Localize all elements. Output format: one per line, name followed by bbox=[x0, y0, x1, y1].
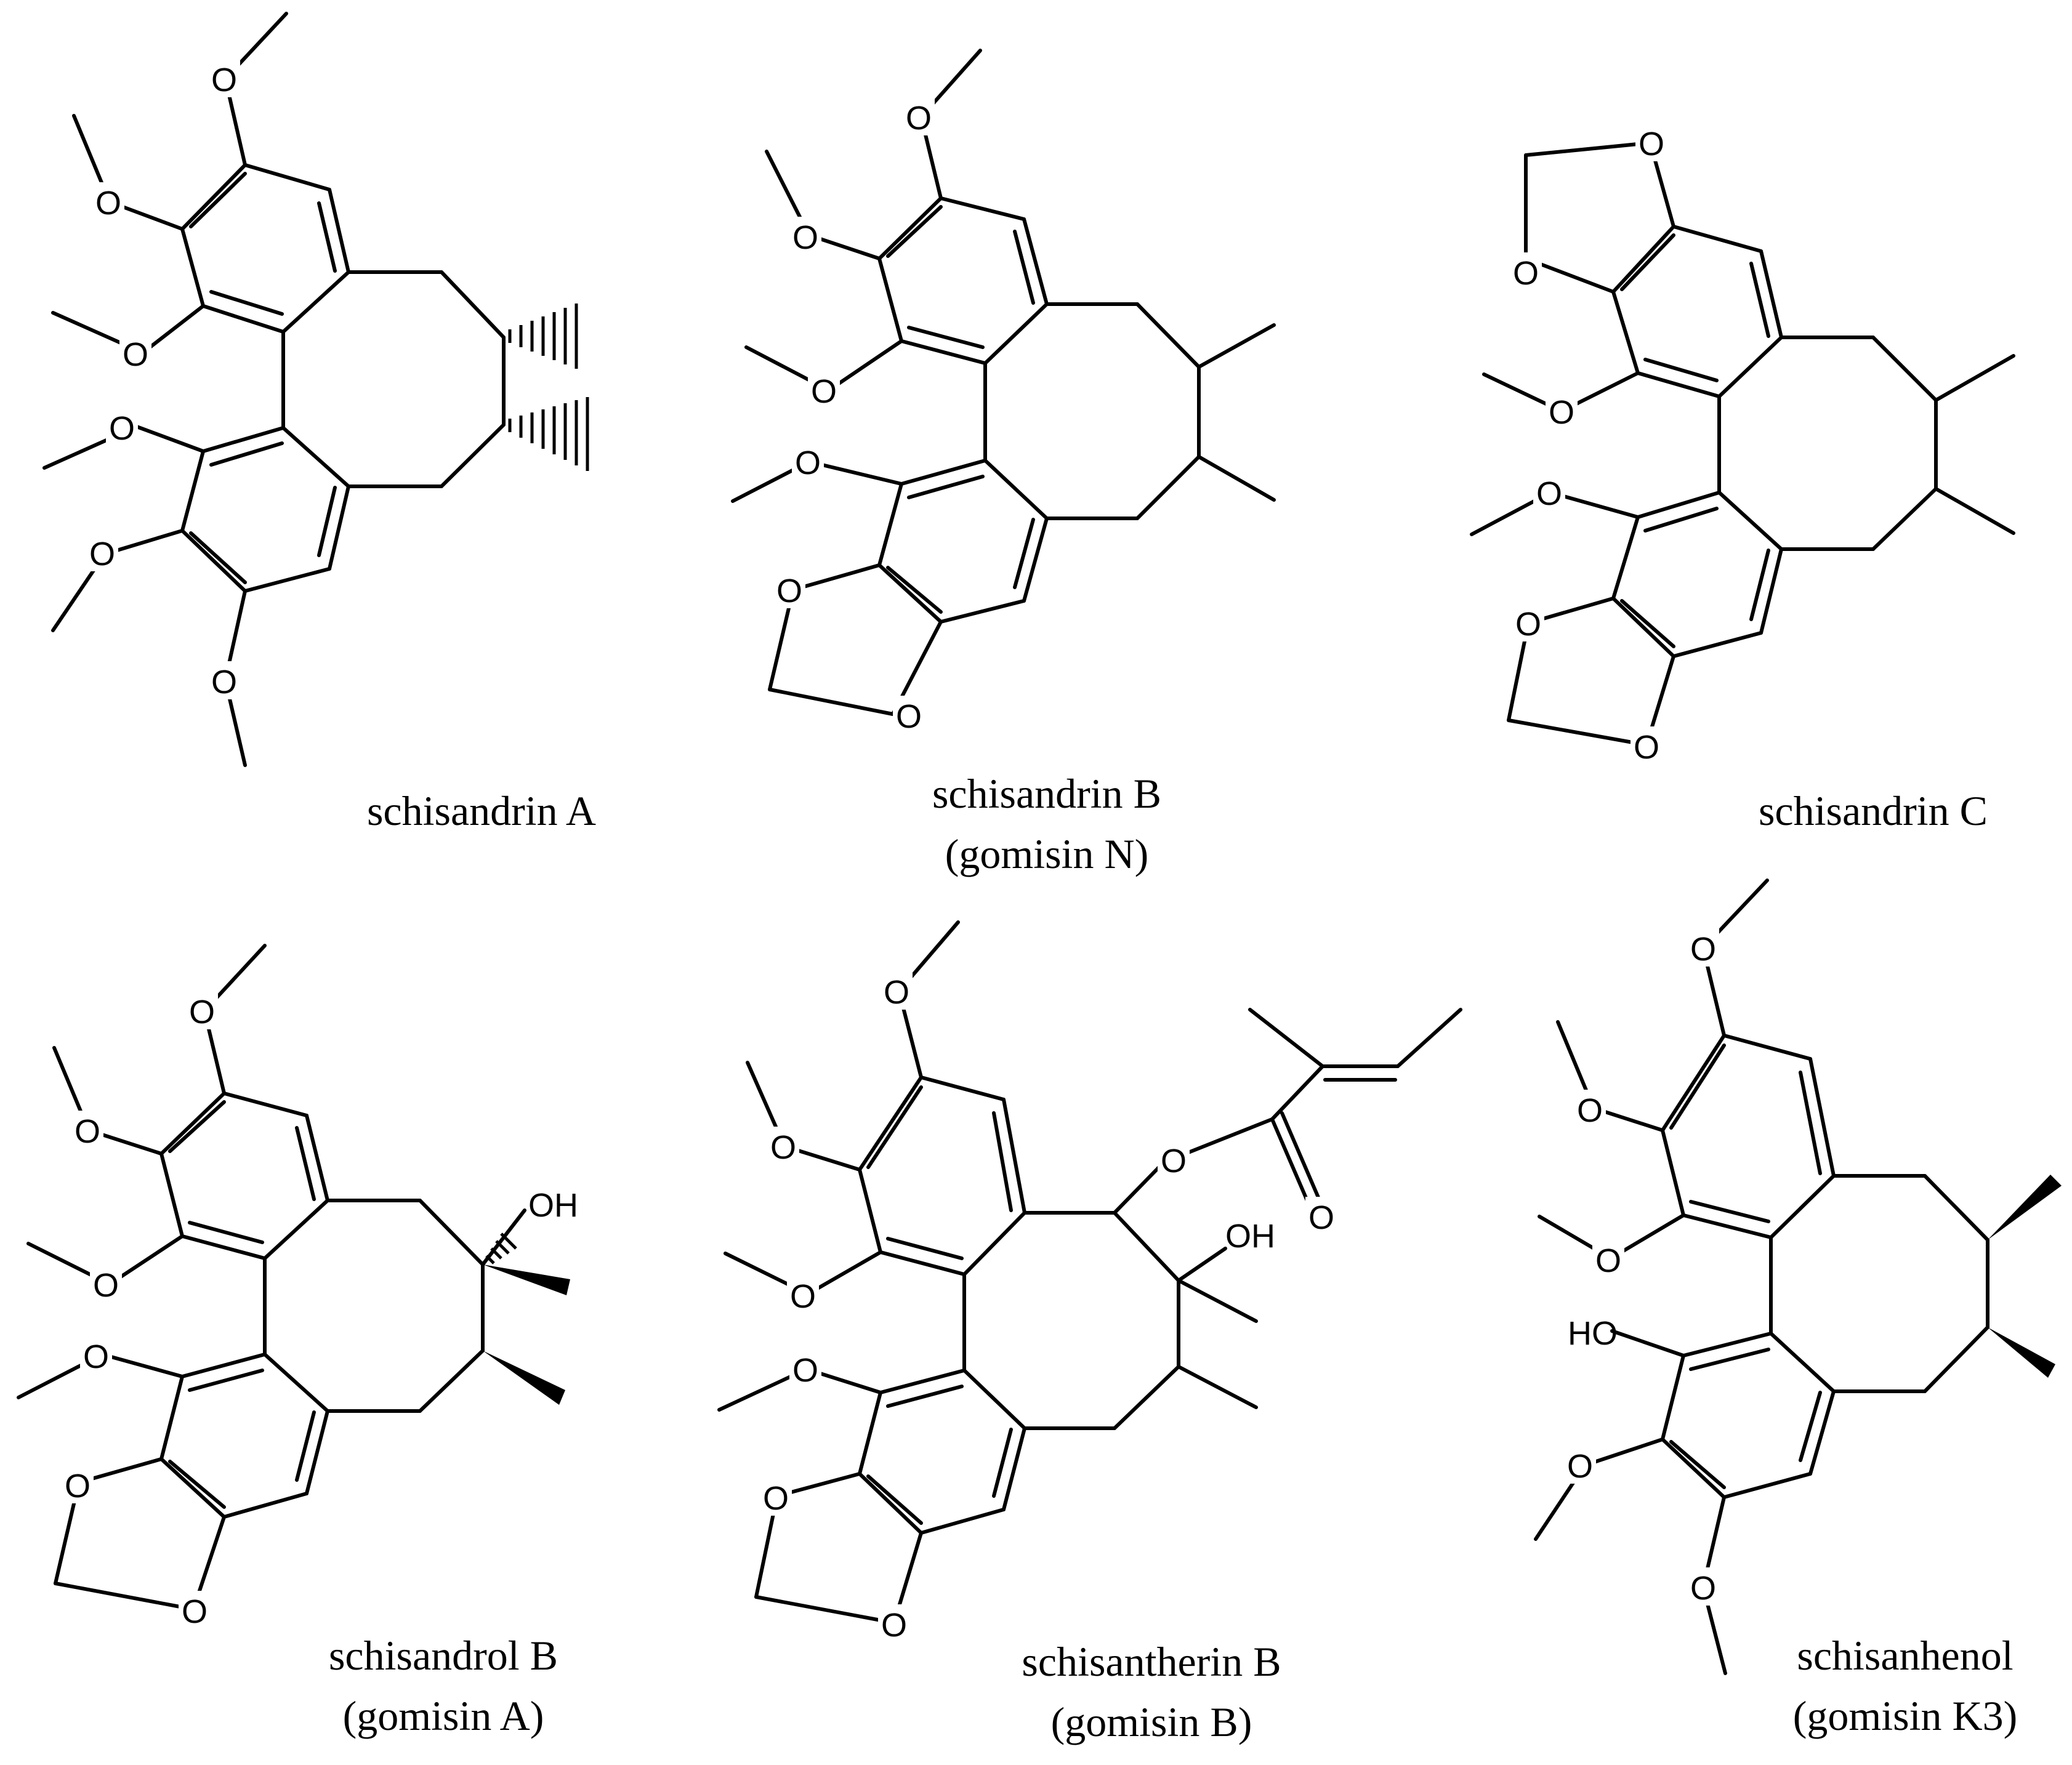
bond-skeleton bbox=[1534, 878, 1989, 1675]
caption-schisantherin-b: schisantherin B bbox=[1022, 1638, 1281, 1685]
oxygen-label: O bbox=[182, 1593, 208, 1630]
molecule-schisandrin-a: O O O O O O schisandrin A bbox=[42, 12, 596, 834]
oxygen-label: O bbox=[884, 974, 909, 1011]
oxygen-label: O bbox=[906, 100, 932, 137]
oxygen-label: O bbox=[75, 1113, 100, 1150]
oxygen-label: O bbox=[189, 994, 215, 1031]
atom-labels: OH O O O O O O bbox=[62, 991, 578, 1630]
oxygen-labels: O O O O O O bbox=[1510, 123, 1667, 766]
bond-skeleton bbox=[1470, 141, 2015, 747]
oxygen-label: O bbox=[790, 1278, 816, 1315]
bond-skeleton bbox=[17, 944, 526, 1611]
caption-gomisin-k3: (gomisin K3) bbox=[1793, 1692, 2018, 1739]
oxygen-label: O bbox=[763, 1480, 789, 1517]
oxygen-label: O bbox=[83, 1338, 109, 1375]
oxygen-label: O bbox=[89, 536, 115, 573]
wedge-methyl bbox=[483, 1264, 570, 1295]
oxygen-label: O bbox=[1549, 394, 1574, 431]
oxygen-label: O bbox=[109, 410, 135, 447]
oxygen-label: O bbox=[1515, 606, 1541, 643]
wedge-methyl bbox=[1988, 1175, 2062, 1240]
oxygen-label: O bbox=[1577, 1092, 1603, 1129]
oxygen-label: O bbox=[770, 1129, 796, 1166]
hydroxyl-label: OH bbox=[1225, 1218, 1275, 1255]
oxygen-label: O bbox=[776, 573, 802, 609]
ester-oxygen-label: O bbox=[1161, 1143, 1187, 1180]
oxygen-label: O bbox=[811, 373, 837, 410]
hydroxyl-label: HO bbox=[1568, 1315, 1618, 1352]
oxygen-label: O bbox=[881, 1607, 907, 1644]
molecule-schisantherin-b: OH O O O O O O O O schisantherin B (gomi… bbox=[717, 920, 1462, 1745]
carbonyl-oxygen-label: O bbox=[1308, 1199, 1334, 1236]
atom-labels: HO O O O O O bbox=[1564, 928, 1719, 1607]
oxygen-label: O bbox=[95, 185, 121, 222]
molecule-schisanhenol: HO O O O O O schisanhenol (gomisin K3) bbox=[1534, 878, 2062, 1739]
caption-schisandrol-b: schisandrol B bbox=[329, 1632, 558, 1679]
oxygen-label: O bbox=[1536, 475, 1562, 512]
oxygen-label: O bbox=[1595, 1242, 1621, 1279]
oxygen-label: O bbox=[1690, 1570, 1716, 1607]
bond-skeleton bbox=[42, 12, 506, 767]
oxygen-label: O bbox=[211, 62, 237, 99]
caption-gomisin-a: (gomisin A) bbox=[343, 1692, 544, 1739]
molecule-schisandrin-c: O O O O O O schisandrin C bbox=[1470, 123, 2015, 834]
hashed-wedge-methyls bbox=[508, 304, 589, 471]
oxygen-label: O bbox=[1567, 1448, 1593, 1485]
oxygen-label: O bbox=[65, 1468, 91, 1505]
oxygen-labels: O O O O O O bbox=[773, 97, 935, 735]
caption-schisandrin-b: schisandrin B bbox=[932, 770, 1161, 817]
oxygen-label: O bbox=[123, 336, 148, 373]
oxygen-label: O bbox=[896, 698, 922, 735]
oxygen-labels: O O O O O O bbox=[86, 59, 240, 701]
oxygen-label: O bbox=[795, 444, 821, 481]
wedge-methyl bbox=[483, 1351, 565, 1405]
oxygen-label: O bbox=[211, 664, 237, 701]
molecule-schisandrol-b: OH O O O O O O schisandrol B (gomisin A) bbox=[17, 944, 578, 1739]
hydroxyl-label: OH bbox=[528, 1187, 578, 1224]
caption-schisandrin-c: schisandrin C bbox=[1759, 787, 1988, 834]
caption-schisandrin-a: schisandrin A bbox=[367, 787, 596, 834]
caption-gomisin-n: (gomisin N) bbox=[945, 830, 1149, 877]
oxygen-label: O bbox=[93, 1267, 119, 1304]
hashed-wedge-hydroxyl bbox=[485, 1232, 517, 1264]
oxygen-label: O bbox=[1513, 255, 1539, 292]
caption-gomisin-b: (gomisin B) bbox=[1051, 1699, 1252, 1745]
caption-schisanhenol: schisanhenol bbox=[1797, 1632, 2013, 1679]
atom-labels: OH O O O O O O O O bbox=[760, 971, 1337, 1644]
oxygen-label: O bbox=[1639, 126, 1664, 163]
oxygen-label: O bbox=[792, 219, 818, 256]
wedge-methyl bbox=[1988, 1327, 2055, 1378]
oxygen-label: O bbox=[1634, 729, 1659, 766]
oxygen-label: O bbox=[792, 1352, 818, 1389]
molecule-schisandrin-b: O O O O O O schisandrin B (gomisin N) bbox=[731, 49, 1276, 877]
bond-skeleton bbox=[717, 920, 1462, 1625]
oxygen-label: O bbox=[1690, 931, 1716, 968]
